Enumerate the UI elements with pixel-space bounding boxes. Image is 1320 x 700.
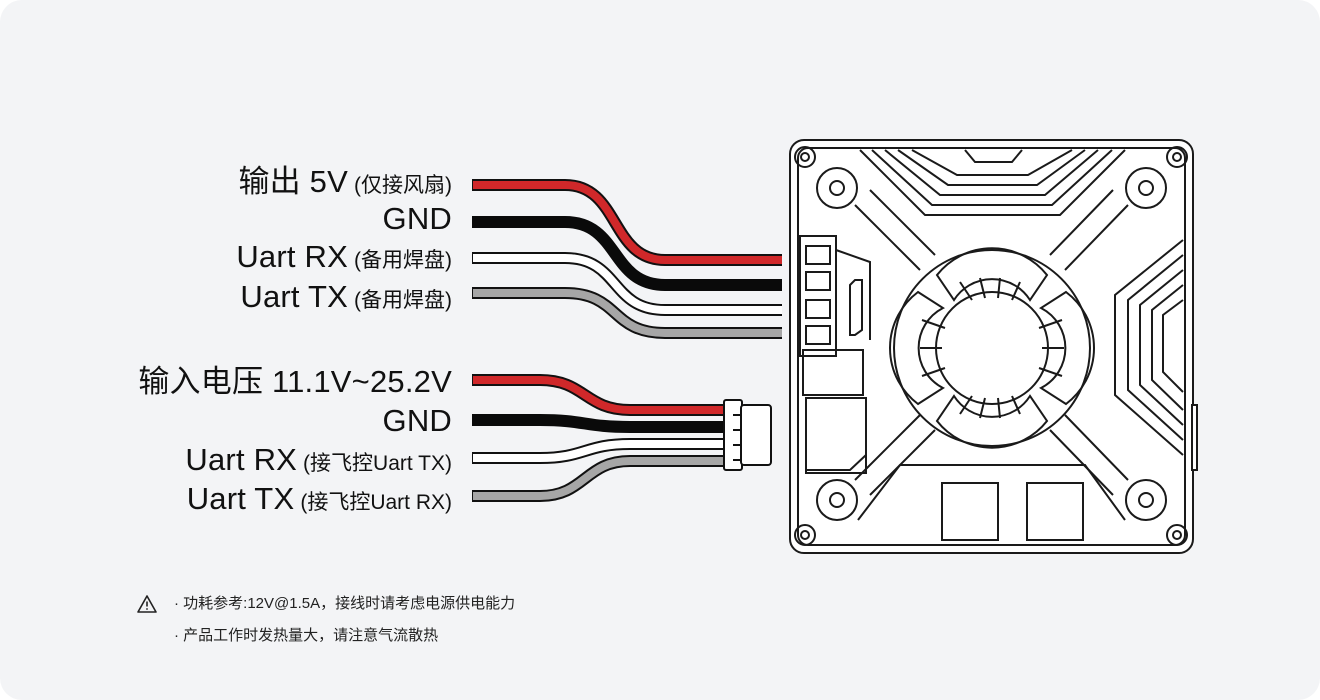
side-connector-pads bbox=[799, 235, 871, 474]
heatsink-fins-right bbox=[1114, 239, 1184, 456]
label-gnd-bottom: GND bbox=[383, 405, 453, 436]
fan bbox=[889, 247, 1095, 449]
label-main: Uart TX bbox=[186, 481, 295, 516]
label-main: Uart RX bbox=[185, 442, 298, 477]
wire-black-bottom bbox=[472, 414, 725, 433]
mount-holes bbox=[816, 167, 1167, 521]
label-uart-tx-top: Uart TX (备用焊盘) bbox=[240, 281, 452, 312]
wire-black-top bbox=[472, 216, 782, 291]
label-sub: (备用焊盘) bbox=[354, 289, 452, 312]
label-main: Uart RX bbox=[236, 239, 348, 274]
top-wire-bundle bbox=[472, 179, 782, 339]
label-input-voltage: 输入电压 11.1V~25.2V bbox=[138, 366, 452, 397]
label-uart-rx-top: Uart RX (备用焊盘) bbox=[236, 241, 452, 272]
label-sub: (接飞控Uart TX) bbox=[303, 452, 452, 475]
corner-screws bbox=[794, 146, 1188, 546]
note-power: · 功耗参考:12V@1.5A，接线时请考虑电源供电能力 bbox=[174, 595, 516, 612]
frame-arms bbox=[854, 189, 1129, 496]
label-uart-rx-bottom: Uart RX(接飞控Uart TX) bbox=[185, 444, 452, 475]
label-sub: (备用焊盘) bbox=[354, 249, 452, 272]
label-main: GND bbox=[382, 201, 452, 236]
label-gnd-top: GND bbox=[383, 203, 453, 234]
label-main: Uart TX bbox=[240, 279, 348, 314]
label-sub: (接飞控Uart RX) bbox=[300, 491, 452, 514]
label-main: 输入电压 11.1V~25.2V bbox=[138, 364, 452, 399]
label-main: GND bbox=[382, 403, 452, 438]
label-output-5v: 输出 5V (仅接风扇) bbox=[238, 166, 452, 197]
bottom-pads bbox=[941, 482, 1084, 541]
bottom-wire-bundle bbox=[472, 374, 725, 502]
device-module bbox=[789, 139, 1198, 554]
label-main: 输出 5V bbox=[238, 164, 348, 199]
heatsink-fins-top bbox=[859, 149, 1126, 216]
label-uart-tx-bottom: Uart TX(接飞控Uart RX) bbox=[187, 483, 452, 514]
note-heat: · 产品工作时发热量大，请注意气流散热 bbox=[174, 627, 439, 644]
label-sub: (仅接风扇) bbox=[354, 174, 452, 197]
jst-connector bbox=[723, 399, 772, 471]
warning-triangle-icon bbox=[137, 595, 157, 613]
